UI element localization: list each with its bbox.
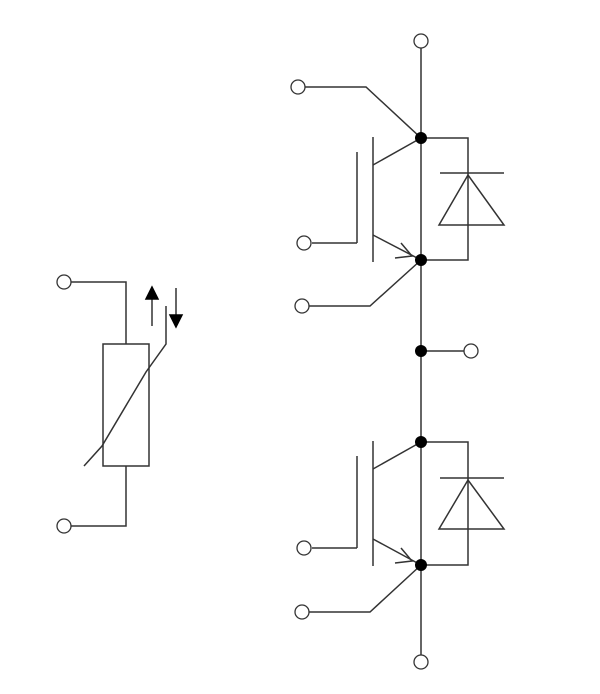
arrow-up-head: [144, 285, 160, 300]
junction-lower-collector: [415, 436, 427, 448]
lower-igbt-emitter: [372, 538, 422, 566]
junction-midpoint: [415, 345, 427, 357]
terminal-midpoint-output: [463, 343, 479, 359]
up-down-arrows-icon: [144, 285, 184, 329]
upper-igbt-emitter: [372, 234, 422, 261]
upper-aux-collector-terminal: [290, 79, 306, 95]
upper-diode: [421, 137, 506, 261]
junction-upper-collector: [415, 132, 427, 144]
junctions: [415, 132, 427, 571]
upper-diode-loop: [421, 137, 469, 261]
upper-aux-emitter-lead: [309, 259, 422, 307]
ntc-thermistor: [56, 274, 184, 534]
junction-upper-emitter: [415, 254, 427, 266]
lower-aux-emitter-lead: [309, 564, 422, 613]
lower-gate-terminal: [296, 540, 312, 556]
thermistor-nonlinear-slash: [83, 306, 167, 467]
thermistor-terminal-top: [56, 274, 72, 290]
terminal-negative-bottom: [413, 654, 429, 670]
upper-diode-triangle: [437, 173, 506, 226]
lower-diode-triangle: [437, 478, 506, 530]
upper-switch: [290, 79, 506, 314]
upper-aux-collector-lead: [305, 86, 422, 139]
lower-igbt-emitter-arrow: [394, 547, 414, 564]
junction-lower-emitter: [415, 559, 427, 571]
thermistor-body: [102, 343, 150, 467]
upper-igbt-collector: [372, 137, 422, 166]
terminal-positive-top: [413, 33, 429, 49]
lower-diode: [421, 441, 506, 566]
thermistor-lead-top: [71, 281, 127, 344]
lower-aux-emitter-terminal: [294, 604, 310, 620]
thermistor-lead-bottom: [71, 466, 127, 527]
thermistor-terminal-bottom: [56, 518, 72, 534]
lower-igbt-collector: [372, 441, 422, 470]
upper-igbt-emitter-arrow: [394, 242, 414, 259]
lower-switch: [294, 441, 506, 620]
upper-aux-emitter-terminal: [294, 298, 310, 314]
lower-diode-loop: [421, 441, 469, 566]
upper-gate-terminal: [296, 235, 312, 251]
arrow-down-head: [168, 314, 184, 329]
